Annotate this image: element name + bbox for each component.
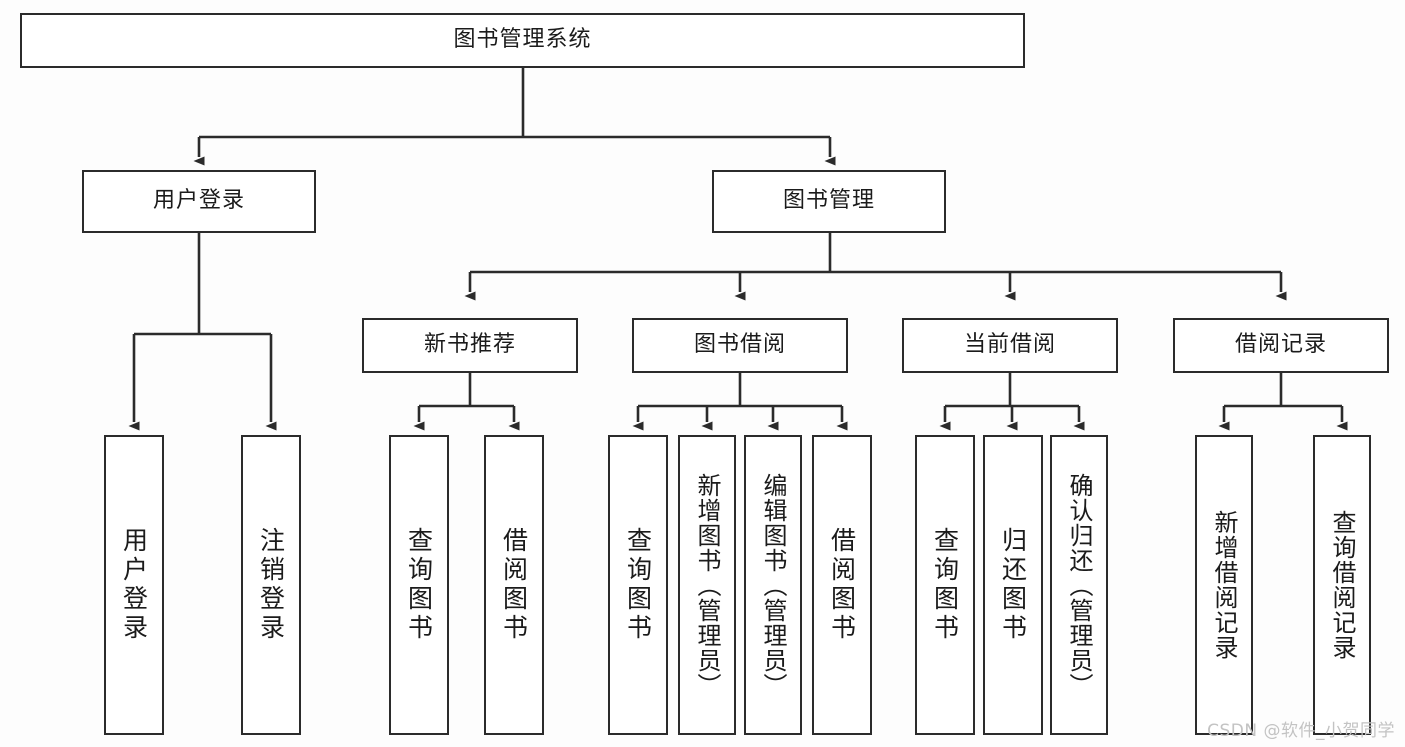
node-book-borrow[interactable]: 图书借阅: [632, 318, 848, 373]
leaf-edit-book-admin[interactable]: 编辑图书（管理员）: [744, 435, 802, 735]
node-label: 当前借阅: [963, 332, 1056, 358]
leaf-user-login[interactable]: 用户登录: [104, 435, 164, 735]
node-label: 查询借阅记录: [1328, 510, 1356, 660]
node-label: 新书推荐: [423, 332, 516, 358]
node-label: 新增借阅记录: [1210, 510, 1238, 660]
node-label: 借阅记录: [1234, 332, 1327, 358]
leaf-return-book[interactable]: 归还图书: [983, 435, 1043, 735]
node-new-book-recommend[interactable]: 新书推荐: [362, 318, 578, 373]
csdn-watermark: CSDN @软件_小贺同学: [1207, 721, 1395, 741]
leaf-logout[interactable]: 注销登录: [241, 435, 301, 735]
leaf-borrow-book[interactable]: 借阅图书: [812, 435, 872, 735]
leaf-borrow-book-recommend[interactable]: 借阅图书: [484, 435, 544, 735]
node-label: 图书借阅: [693, 332, 786, 358]
node-label: 查询图书: [623, 527, 653, 643]
node-label: 借阅图书: [827, 527, 857, 643]
node-label: 图书管理: [782, 188, 875, 214]
node-borrow-record[interactable]: 借阅记录: [1173, 318, 1389, 373]
node-label: 确认归还（管理员）: [1065, 472, 1093, 698]
leaf-query-book-current[interactable]: 查询图书: [915, 435, 975, 735]
node-label: 新增图书（管理员）: [693, 472, 721, 698]
node-label: 查询图书: [404, 527, 434, 643]
leaf-query-book-borrow[interactable]: 查询图书: [608, 435, 668, 735]
leaf-add-book-admin[interactable]: 新增图书（管理员）: [678, 435, 736, 735]
node-current-borrow[interactable]: 当前借阅: [902, 318, 1118, 373]
leaf-query-book-recommend[interactable]: 查询图书: [389, 435, 449, 735]
node-root-system[interactable]: 图书管理系统: [20, 13, 1025, 68]
node-label: 编辑图书（管理员）: [759, 472, 787, 698]
node-user-login[interactable]: 用户登录: [82, 170, 316, 233]
node-label: 查询图书: [930, 527, 960, 643]
node-label: 图书管理系统: [453, 27, 592, 53]
leaf-add-borrow-record[interactable]: 新增借阅记录: [1195, 435, 1253, 735]
node-label: 借阅图书: [499, 527, 529, 643]
node-label: 用户登录: [152, 188, 245, 214]
node-book-management[interactable]: 图书管理: [712, 170, 946, 233]
leaf-confirm-return-admin[interactable]: 确认归还（管理员）: [1050, 435, 1108, 735]
node-label: 用户登录: [119, 527, 149, 643]
leaf-query-borrow-record[interactable]: 查询借阅记录: [1313, 435, 1371, 735]
node-label: 注销登录: [256, 527, 286, 643]
node-label: 归还图书: [998, 527, 1028, 643]
